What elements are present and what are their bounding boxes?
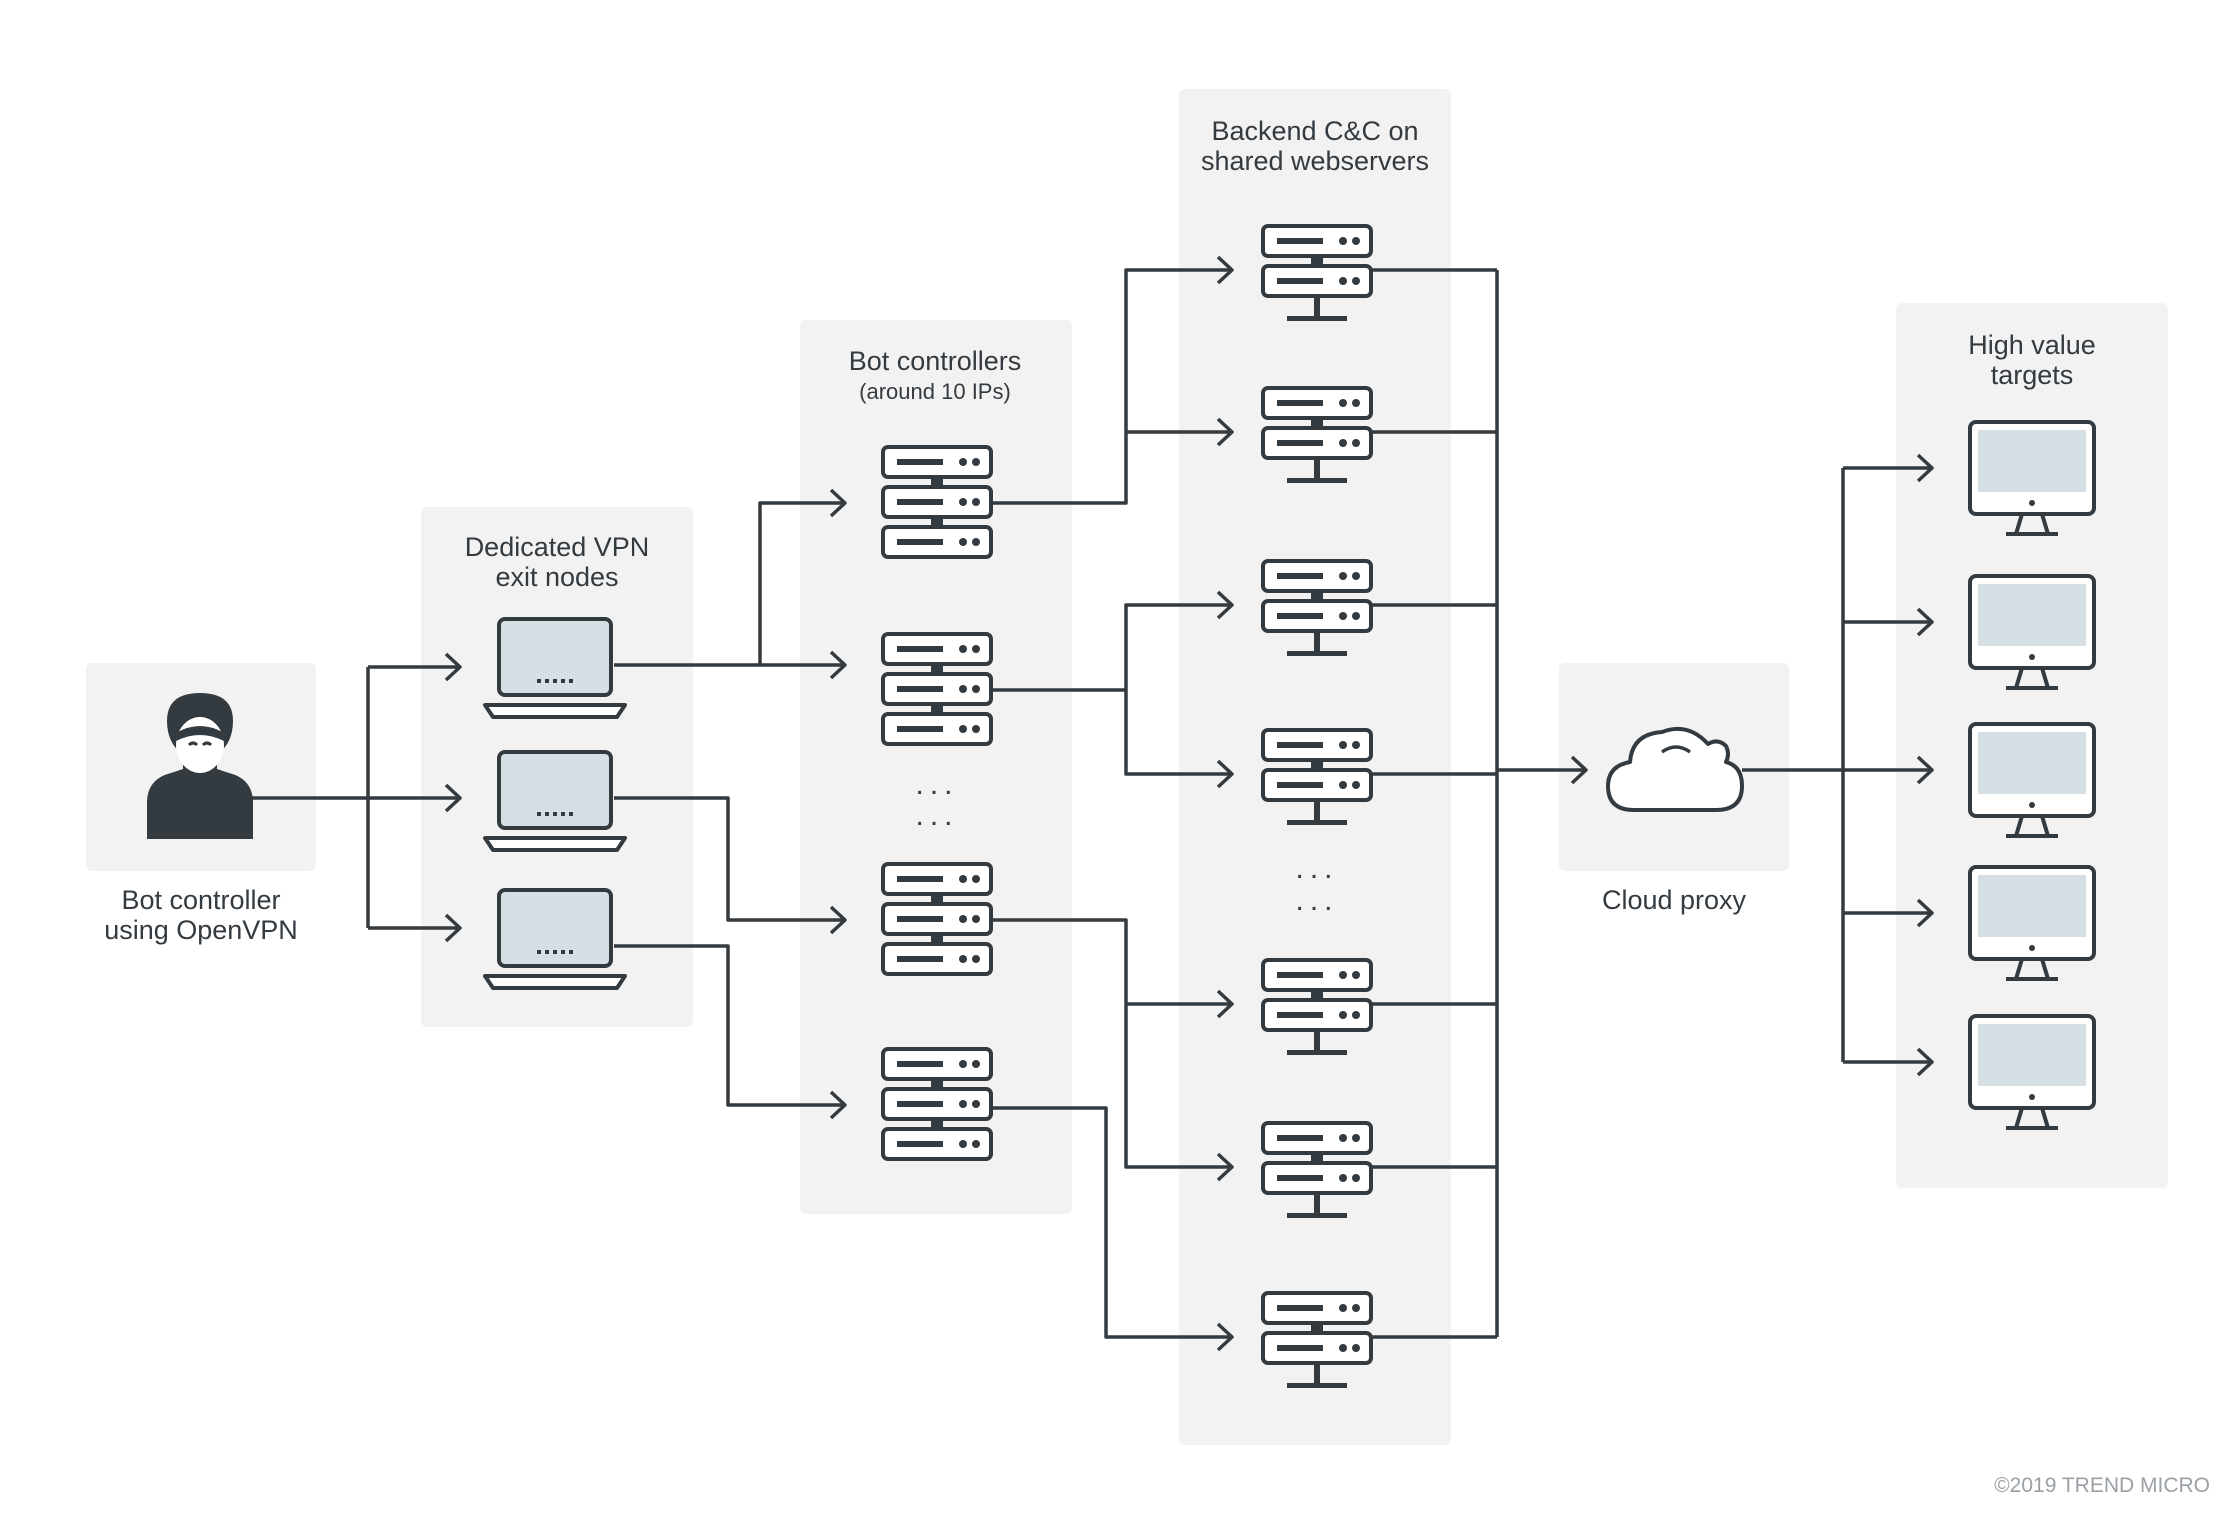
connector-actor-vpn — [232, 665, 460, 930]
web-server-icon — [1261, 1121, 1373, 1218]
cnc-label-line1: Backend C&C on — [1211, 116, 1418, 146]
connector-cloud-targets — [1742, 466, 1932, 1064]
bot-controller-label-line1: Bot controller — [121, 885, 280, 915]
copyright-text: ©2019 TREND MICRO — [1994, 1474, 2210, 1497]
cnc-label-line2: shared webservers — [1201, 146, 1429, 176]
bot-controller-label-line2: using OpenVPN — [104, 915, 298, 945]
server-stack-icon — [881, 445, 993, 559]
server-stack-icon — [881, 862, 993, 976]
bot-controllers-panel — [800, 320, 1072, 1214]
desktop-monitor-icon — [1968, 865, 2096, 981]
connector-controller4-cnc — [990, 1106, 1232, 1339]
cnc-more-ellipsis-2: ... — [1295, 884, 1338, 917]
laptop-icon — [483, 617, 627, 719]
server-stack-icon — [881, 1047, 993, 1161]
cloud-icon — [1606, 727, 1744, 812]
cnc-more-ellipsis-1: ... — [1295, 852, 1338, 885]
desktop-monitor-icon — [1968, 574, 2096, 690]
connector-cnc-bus — [1370, 268, 1499, 1339]
connector-controller1-cnc — [990, 268, 1232, 505]
targets-label-line2: targets — [1991, 360, 2074, 390]
server-stack-icon — [881, 632, 993, 746]
web-server-icon — [1261, 224, 1373, 321]
desktop-monitor-icon — [1968, 1014, 2096, 1130]
desktop-monitor-icon — [1968, 420, 2096, 536]
connector-vpn2-controller3 — [614, 796, 845, 922]
web-server-icon — [1261, 728, 1373, 825]
hooded-user-icon — [147, 693, 253, 839]
cloud-proxy-label: Cloud proxy — [1602, 885, 1747, 915]
web-server-icon — [1261, 958, 1373, 1055]
connector-controller2-cnc — [990, 603, 1232, 776]
bot-controllers-label-line1: Bot controllers — [849, 346, 1022, 376]
controllers-more-ellipsis-2: ... — [915, 799, 958, 832]
bot-controllers-label-line2: (around 10 IPs) — [859, 379, 1011, 404]
connector-controller3-cnc — [990, 918, 1232, 1169]
laptop-icon — [483, 888, 627, 990]
targets-label-line1: High value — [1968, 330, 2096, 360]
web-server-icon — [1261, 559, 1373, 656]
web-server-icon — [1261, 386, 1373, 483]
desktop-monitor-icon — [1968, 722, 2096, 838]
laptop-icon — [483, 750, 627, 852]
vpn-label-line2: exit nodes — [495, 562, 618, 592]
connector-vpn3-controller4 — [614, 944, 845, 1107]
connector-vpn1-controllers — [614, 501, 845, 667]
web-server-icon — [1261, 1291, 1373, 1388]
connector-lines — [232, 255, 1934, 1352]
vpn-label-line1: Dedicated VPN — [465, 532, 650, 562]
arrowheads — [444, 255, 1934, 1352]
controllers-more-ellipsis-1: ... — [915, 768, 958, 801]
